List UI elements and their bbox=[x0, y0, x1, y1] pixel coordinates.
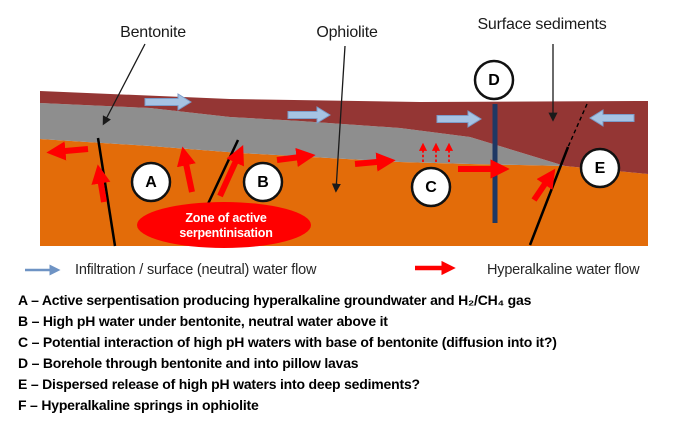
neutral-flow-arrow-2 bbox=[287, 106, 331, 124]
zone-of-active-serpentinisation-label: Zone of active serpentinisation bbox=[179, 211, 273, 241]
marker-circle-a bbox=[130, 161, 172, 203]
legend-neutral-label: Infiltration / surface (neutral) water f… bbox=[75, 262, 317, 278]
hyperalkaline-arrow-fault1 bbox=[91, 164, 111, 203]
note-c: C – Potential interaction of high pH wat… bbox=[18, 333, 557, 350]
fault-line-right-dashed bbox=[567, 103, 588, 148]
marker-letter-d: D bbox=[488, 72, 500, 89]
hyperalkaline-arrow-e bbox=[531, 168, 556, 202]
hyperalkaline-arrow-a bbox=[176, 146, 196, 193]
marker-circle-e bbox=[579, 147, 621, 189]
hyperalkaline-arrow-b bbox=[276, 147, 316, 167]
hyperalkaline-arrow-left bbox=[46, 141, 89, 161]
note-e: E – Dispersed release of high pH waters … bbox=[18, 375, 420, 392]
neutral-flow-arrow-left bbox=[589, 109, 635, 127]
note-d: D – Borehole through bentonite and into … bbox=[18, 354, 359, 371]
annotation-list: A – Active serpentisation producing hype… bbox=[18, 290, 690, 415]
zone-label-line2: serpentinisation bbox=[179, 226, 273, 240]
bentonite-pointer-line bbox=[102, 43, 146, 126]
neutral-flow-arrow-3 bbox=[436, 110, 482, 128]
ophiolite-pointer-line bbox=[331, 45, 346, 193]
legend-hyperalkaline-label: Hyperalkaline water flow bbox=[487, 262, 640, 278]
zone-label-line1: Zone of active bbox=[185, 211, 267, 225]
note-b: B – High pH water under bentonite, neutr… bbox=[18, 312, 388, 329]
surface-sediments-label: Surface sediments bbox=[477, 16, 607, 33]
marker-letter-e: E bbox=[594, 160, 606, 177]
fault-line-right bbox=[528, 146, 570, 246]
neutral-flow-arrow-1 bbox=[144, 93, 192, 111]
marker-circle-d bbox=[473, 59, 515, 101]
marker-circle-b bbox=[242, 161, 284, 203]
fault-line-left bbox=[96, 137, 117, 247]
marker-letter-c: C bbox=[425, 179, 437, 196]
hyperalkaline-arrow-mid bbox=[354, 152, 396, 172]
note-f: F – Hyperalkaline springs in ophiolite bbox=[18, 396, 259, 413]
marker-circle-c bbox=[410, 166, 452, 208]
hyperalkaline-arrow-fault2 bbox=[217, 145, 244, 198]
bentonite-label: Bentonite bbox=[120, 24, 186, 41]
ophiolite-label: Ophiolite bbox=[316, 24, 378, 41]
cross-section-diagram bbox=[25, 43, 648, 276]
zone-of-active-serpentinisation-ellipse bbox=[137, 202, 311, 248]
marker-letter-b: B bbox=[257, 174, 269, 191]
marker-letter-a: A bbox=[145, 174, 157, 191]
note-a: A – Active serpentisation producing hype… bbox=[18, 292, 532, 308]
